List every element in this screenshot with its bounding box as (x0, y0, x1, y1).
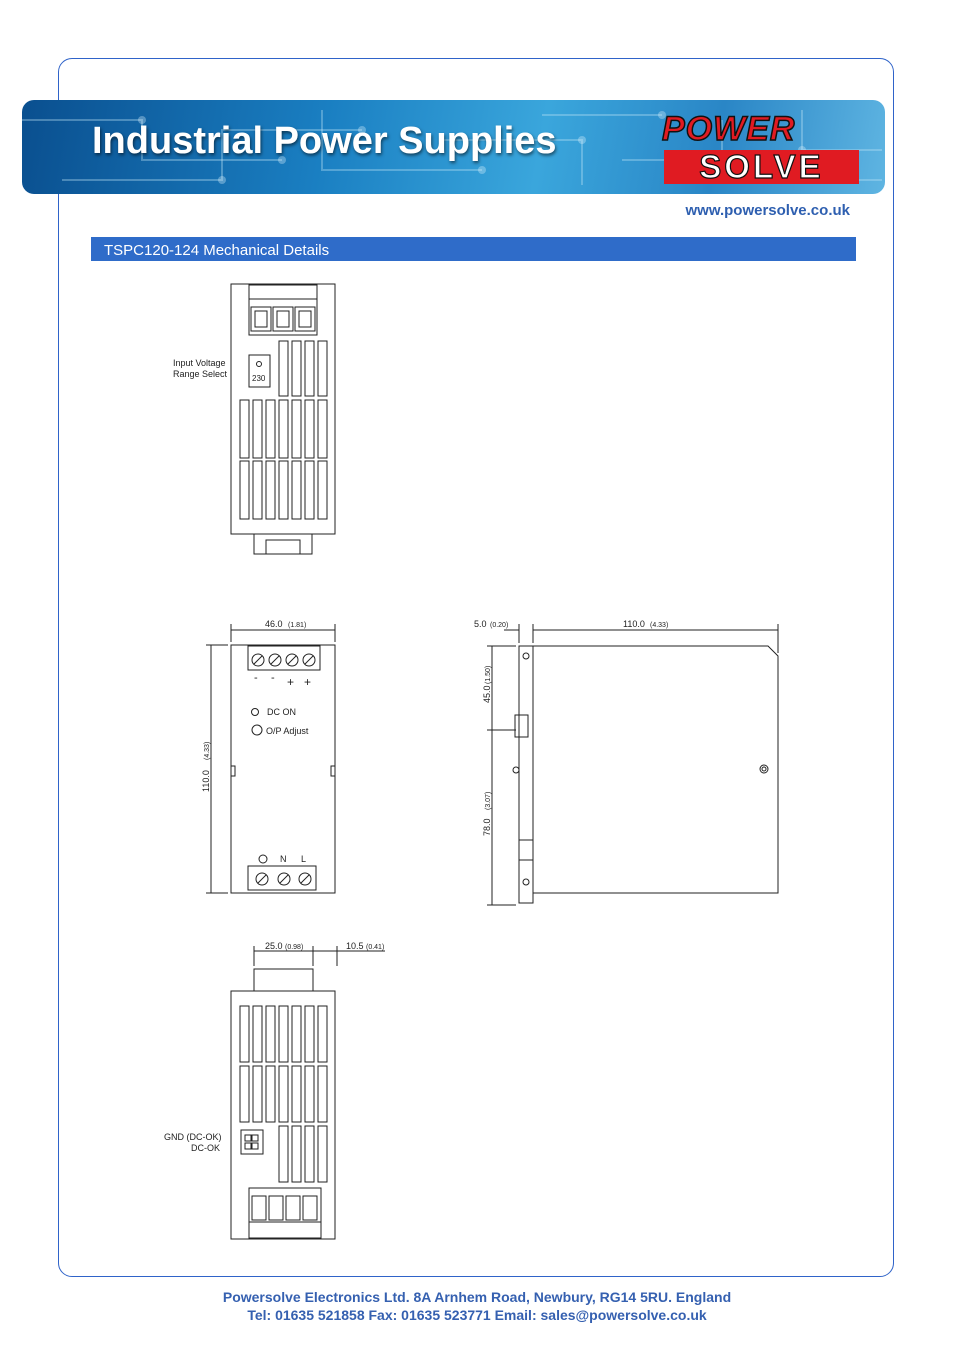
gnd-dc-ok-label: GND (DC-OK) (164, 1132, 222, 1142)
lower-dim: 78.0 (482, 818, 492, 836)
front-height-dim: 110.0 (201, 770, 211, 792)
depth-dim: 110.0 (623, 619, 645, 629)
logo-word-solve: SOLVE (664, 149, 859, 184)
lower-dim-in: (3.07) (485, 792, 492, 810)
input-voltage-label-2: Range Select (173, 369, 228, 379)
logo-word-power: POWER (661, 109, 796, 149)
banner-title: Industrial Power Supplies (92, 120, 557, 162)
top-view (230, 283, 336, 555)
upper-dim-in: (1.50) (485, 666, 492, 684)
front-width-dim: 46.0 (265, 619, 283, 629)
website-link[interactable]: www.powersolve.co.uk (685, 202, 851, 219)
page-frame (58, 58, 894, 1277)
front-view (206, 624, 336, 894)
rail-dim-in: (0.20) (490, 622, 508, 629)
section-title: TSPC120-124 Mechanical Details (104, 242, 330, 259)
input-voltage-label-1: Input Voltage (173, 358, 226, 368)
header-banner: Industrial Power Supplies POWER SOLVE (22, 100, 885, 194)
circuit-texture (22, 110, 882, 185)
front-width-dim-in: (1.81) (288, 622, 306, 629)
section-header: TSPC120-124 Mechanical Details (91, 237, 856, 261)
bottom-dim-a-in: (0.98) (285, 944, 303, 951)
terminal-label-4: + (304, 675, 311, 689)
front-height-dim-in: (4.33) (204, 742, 211, 760)
upper-dim: 45.0 (482, 685, 492, 703)
powersolve-logo: POWER SOLVE (661, 109, 862, 186)
input-terminal-n: N (280, 854, 287, 864)
bottom-view (230, 946, 385, 1240)
op-adjust-label: O/P Adjust (266, 726, 309, 736)
terminal-label-3: + (287, 675, 294, 689)
depth-dim-in: (4.33) (650, 622, 668, 629)
dc-ok-label: DC-OK (191, 1143, 220, 1153)
side-view (487, 624, 779, 906)
dc-on-label: DC ON (267, 707, 296, 717)
voltage-switch-value: 230 (252, 374, 266, 383)
bottom-dim-b-in: (0.41) (366, 944, 384, 951)
terminal-label-1: - (254, 672, 258, 684)
footer-contact: Tel: 01635 521858 Fax: 01635 523771 Emai… (247, 1307, 707, 1323)
footer-address: Powersolve Electronics Ltd. 8A Arnhem Ro… (222, 1289, 732, 1305)
rail-dim: 5.0 (474, 619, 487, 629)
input-terminal-l: L (301, 854, 306, 864)
terminal-label-2: - (271, 672, 275, 684)
bottom-dim-b: 10.5 (346, 941, 364, 951)
bottom-dim-a: 25.0 (265, 941, 283, 951)
